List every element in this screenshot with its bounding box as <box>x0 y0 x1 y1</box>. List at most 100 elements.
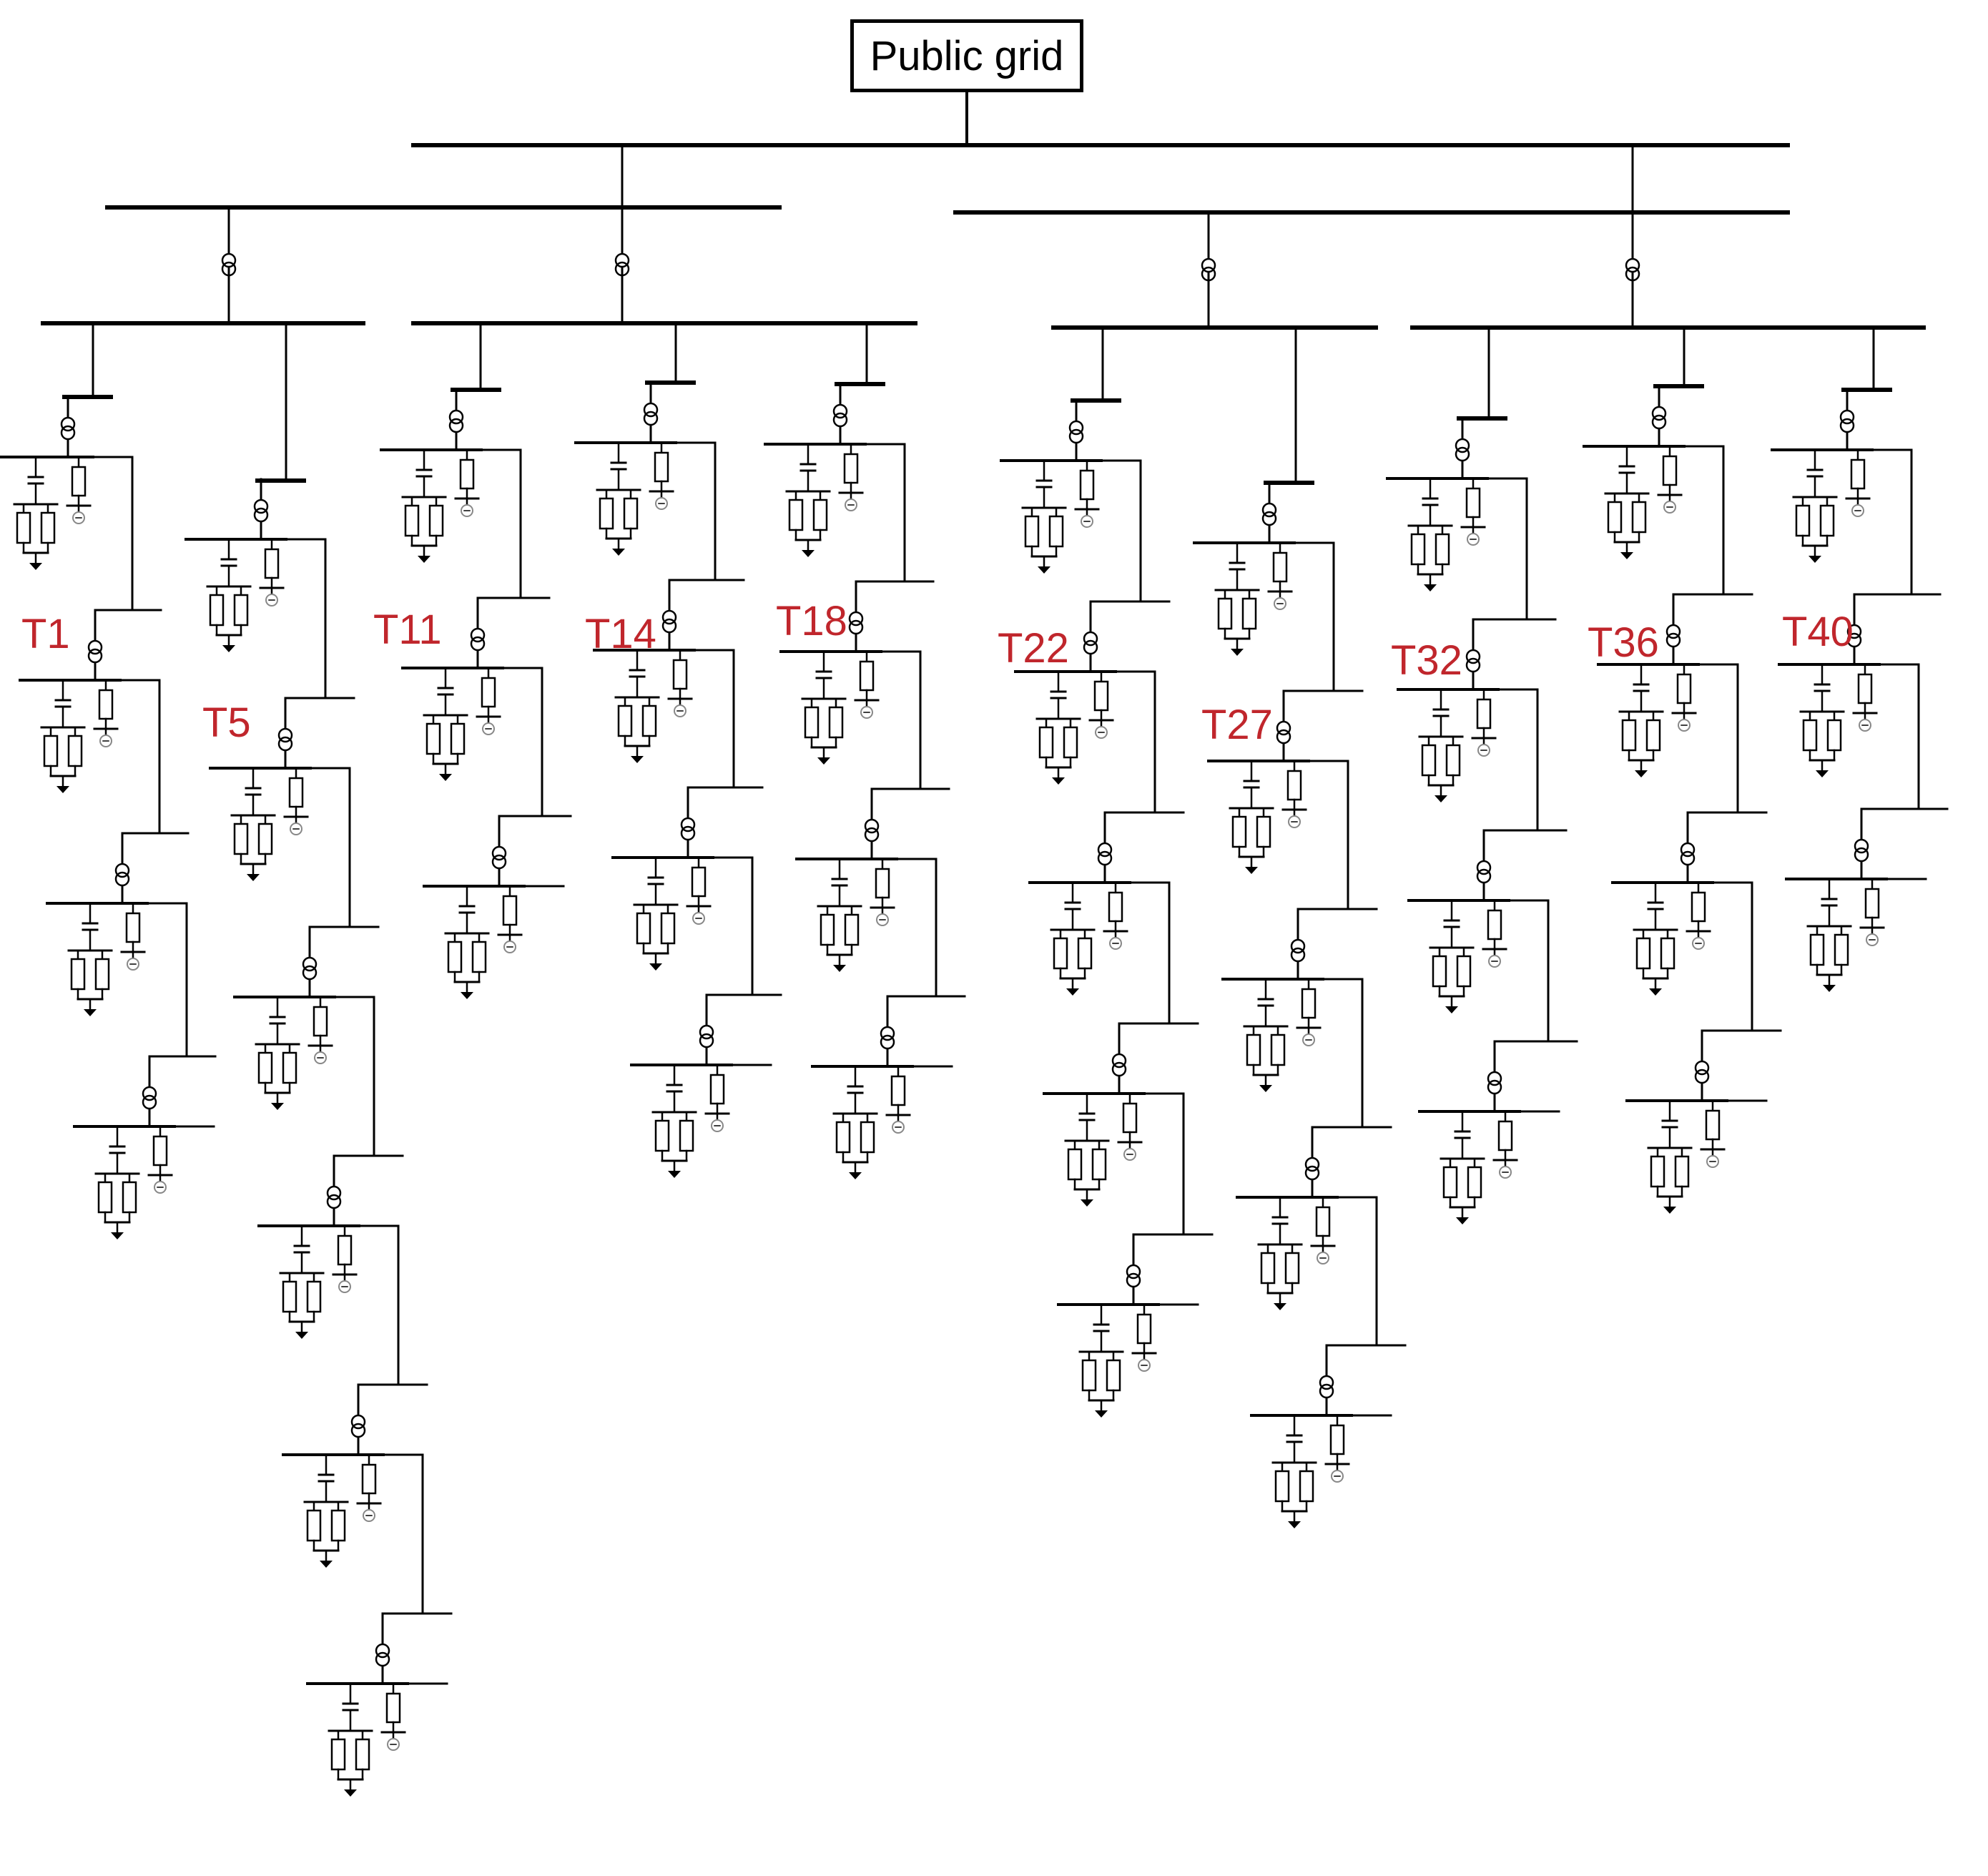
feeder-label-t5: T5 <box>202 699 251 746</box>
resistor-icon <box>71 466 87 497</box>
meter-icon <box>1288 815 1301 828</box>
ground-icon <box>1424 584 1437 591</box>
ground-icon <box>1274 1303 1286 1310</box>
meter-icon <box>1692 937 1705 950</box>
transformer-icon <box>1665 624 1681 648</box>
load-cell <box>1014 610 1117 785</box>
transformer-icon <box>1854 838 1869 863</box>
capacitor-icon <box>1271 1216 1289 1225</box>
feeder-label-t27: T27 <box>1201 702 1273 748</box>
meter-icon <box>265 594 278 606</box>
resistor-icon <box>691 866 707 898</box>
load-cell <box>209 707 312 881</box>
resistor-icon <box>1067 1139 1107 1191</box>
meter-icon <box>363 1509 375 1522</box>
ground-icon <box>1435 795 1447 802</box>
ground-icon <box>1809 556 1821 563</box>
ground-icon <box>817 757 830 765</box>
resistor-icon <box>282 1272 322 1323</box>
capacitor-icon <box>1432 708 1450 717</box>
capacitor-icon <box>629 669 646 678</box>
meter-icon <box>314 1051 327 1064</box>
resistor-icon <box>1607 492 1647 544</box>
load-cell <box>380 388 483 563</box>
ground-icon <box>631 756 644 763</box>
transformer-icon <box>880 1026 895 1050</box>
meter-icon <box>711 1119 724 1132</box>
transformer-icon <box>1839 409 1855 433</box>
ground-icon <box>1052 777 1065 785</box>
transformer-icon <box>1455 438 1470 462</box>
feeder-label-t1: T1 <box>21 611 70 657</box>
load-cell <box>1207 699 1310 874</box>
transformer-icon <box>375 1643 390 1667</box>
resistor-icon <box>1260 1243 1300 1295</box>
meter-icon <box>1081 515 1093 528</box>
public-grid-label: Public grid <box>870 32 1064 79</box>
meter-icon <box>1302 1033 1315 1046</box>
ground-icon <box>1081 1199 1093 1207</box>
resistor-icon <box>1272 551 1288 583</box>
ground-icon <box>1038 566 1050 574</box>
ground-icon <box>668 1171 681 1178</box>
ground-icon <box>1095 1410 1108 1418</box>
transformer-icon <box>1304 1156 1320 1181</box>
resistor-icon <box>1795 496 1835 547</box>
ground-icon <box>1445 1006 1458 1013</box>
load-cell <box>46 842 149 1016</box>
load-cell <box>630 1003 733 1178</box>
resistor-icon <box>875 868 890 899</box>
ground-icon <box>344 1789 357 1797</box>
meter-icon <box>290 822 302 835</box>
transformer-icon <box>1083 631 1098 655</box>
resistor-icon <box>1850 458 1866 490</box>
capacitor-icon <box>1229 561 1246 571</box>
resistor-icon <box>43 726 83 777</box>
capacitor-icon <box>1443 919 1460 928</box>
ground-icon <box>1823 985 1836 992</box>
resistor-icon <box>1621 710 1661 762</box>
capacitor-icon <box>1454 1130 1471 1139</box>
capacitor-icon <box>847 1085 864 1094</box>
resistor-icon <box>1857 673 1873 704</box>
meter-icon <box>1331 1470 1344 1483</box>
resistor-icon <box>890 1075 906 1106</box>
meter-icon <box>1274 597 1286 610</box>
resistor-icon <box>361 1463 377 1495</box>
meter-icon <box>482 722 495 735</box>
load-cell <box>764 383 867 557</box>
ground-icon <box>247 874 260 881</box>
transformer-icon <box>1126 1264 1141 1288</box>
capacitor-icon <box>27 476 44 485</box>
load-cell <box>1785 817 1888 992</box>
capacitor-icon <box>342 1702 359 1712</box>
ground-icon <box>1620 552 1633 559</box>
resistor-icon <box>404 496 444 547</box>
load-cell <box>1625 1039 1728 1214</box>
transformer-icon <box>832 403 848 428</box>
capacitor-icon <box>1661 1119 1678 1129</box>
ground-icon <box>649 963 662 971</box>
resistor-icon <box>1662 455 1678 486</box>
capacitor-icon <box>82 922 99 931</box>
resistor-icon <box>1315 1206 1331 1237</box>
transformer-icon <box>643 402 659 426</box>
capacitor-icon <box>1647 901 1664 910</box>
resistor-icon <box>1329 1424 1345 1455</box>
resistor-icon <box>16 503 56 554</box>
capacitor-icon <box>666 1084 683 1093</box>
resistor-icon <box>459 458 475 490</box>
transformer-icon <box>221 252 237 277</box>
load-cell <box>233 935 336 1110</box>
meter-icon <box>1859 719 1871 732</box>
transformer-icon <box>1097 842 1113 866</box>
transformer-icon <box>1261 502 1277 526</box>
ground-icon <box>222 645 235 652</box>
meter-icon <box>1663 501 1676 514</box>
ground-icon <box>111 1232 124 1239</box>
capacitor-icon <box>54 699 72 708</box>
capacitor-icon <box>318 1473 335 1483</box>
resistor-icon <box>1442 1157 1482 1209</box>
capacitor-icon <box>1633 683 1650 692</box>
meter-icon <box>1851 504 1864 517</box>
